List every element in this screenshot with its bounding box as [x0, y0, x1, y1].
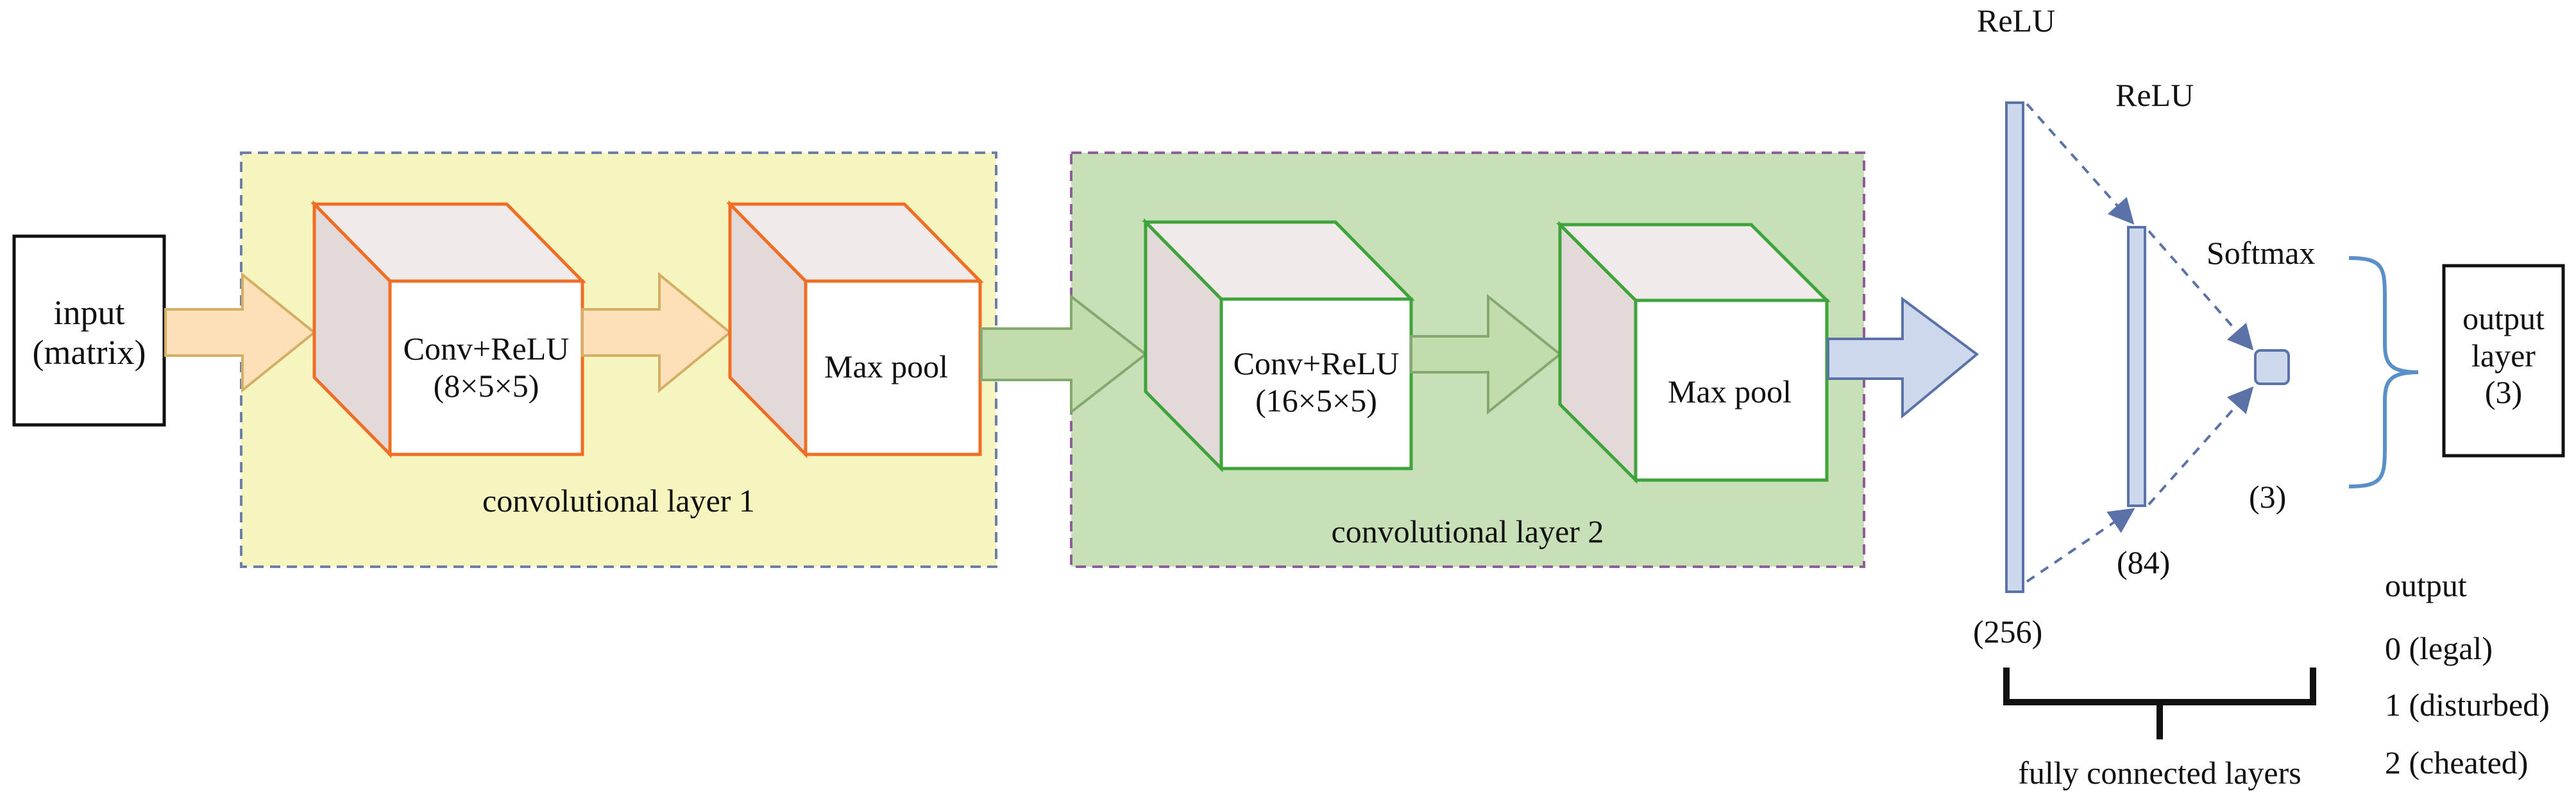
conv2-conv-label-line2: (16×5×5) — [1255, 382, 1377, 418]
fc-connection-bottom-2 — [2148, 386, 2254, 506]
output-item: 2 (cheated) — [2385, 745, 2529, 780]
conv1-conv-label-line2: (8×5×5) — [433, 367, 539, 404]
input-label-line1: input — [53, 293, 125, 332]
conv2-conv-label-line1: Conv+ReLU — [1233, 345, 1400, 381]
fc-activation-softmax: Softmax — [2207, 235, 2316, 271]
fc-size-256: (256) — [1973, 614, 2043, 650]
conv1-conv-cube — [310, 200, 586, 459]
fc-size-84: (84) — [2117, 544, 2171, 580]
conv-layer-2-title: convolutional layer 2 — [1331, 513, 1604, 549]
fc-layer-84 — [2127, 226, 2146, 507]
fc-connection-top-1 — [2026, 103, 2135, 225]
arrow-input-to-conv1 — [164, 271, 317, 393]
conv2-conv-cube — [1142, 218, 1415, 473]
conv-layer-1-title: convolutional layer 1 — [482, 483, 755, 519]
fc-bracket — [2003, 668, 2316, 739]
conv1-pool-cube — [726, 200, 984, 459]
output-layer-line1: output — [2462, 300, 2545, 336]
output-brace — [2348, 256, 2419, 488]
conv1-pool-label: Max pool — [824, 349, 949, 384]
fc-activation-relu-2: ReLU — [2115, 77, 2194, 113]
conv2-pool-label: Max pool — [1668, 374, 1792, 409]
arrow-conv2-to-pool2 — [1410, 293, 1563, 415]
fc-caption: fully connected layers — [2018, 755, 2301, 791]
conv2-conv-label: Conv+ReLU (16×5×5) — [1211, 345, 1421, 419]
fc-layer-3 — [2254, 349, 2290, 385]
output-layer-box — [2442, 264, 2565, 458]
arrow-layer1-to-layer2 — [980, 293, 1148, 415]
input-label-line2: (matrix) — [32, 333, 146, 372]
arrow-conv1-to-pool1 — [581, 271, 733, 393]
conv2-pool-cube — [1555, 220, 1831, 485]
fc-connection-bottom-1 — [2026, 508, 2135, 583]
output-layer-line3: (3) — [2484, 374, 2523, 410]
output-item: 0 (legal) — [2385, 630, 2493, 666]
conv1-conv-label-line1: Conv+ReLU — [403, 331, 570, 366]
input-label: input (matrix) — [14, 293, 164, 372]
conv1-conv-label: Conv+ReLU (8×5×5) — [378, 331, 594, 404]
fc-size-3: (3) — [2249, 479, 2287, 515]
output-layer-line2: layer — [2471, 337, 2536, 374]
arrow-layer2-to-fc — [1827, 297, 1979, 419]
fc-layer-256 — [2005, 101, 2024, 593]
outputs-heading: output — [2385, 567, 2467, 603]
fc-activation-relu-1: ReLU — [1977, 3, 2056, 39]
output-item: 1 (disturbed) — [2385, 687, 2550, 723]
output-layer-label: output layer (3) — [2444, 300, 2563, 411]
fc-connection-top-2 — [2148, 230, 2254, 351]
